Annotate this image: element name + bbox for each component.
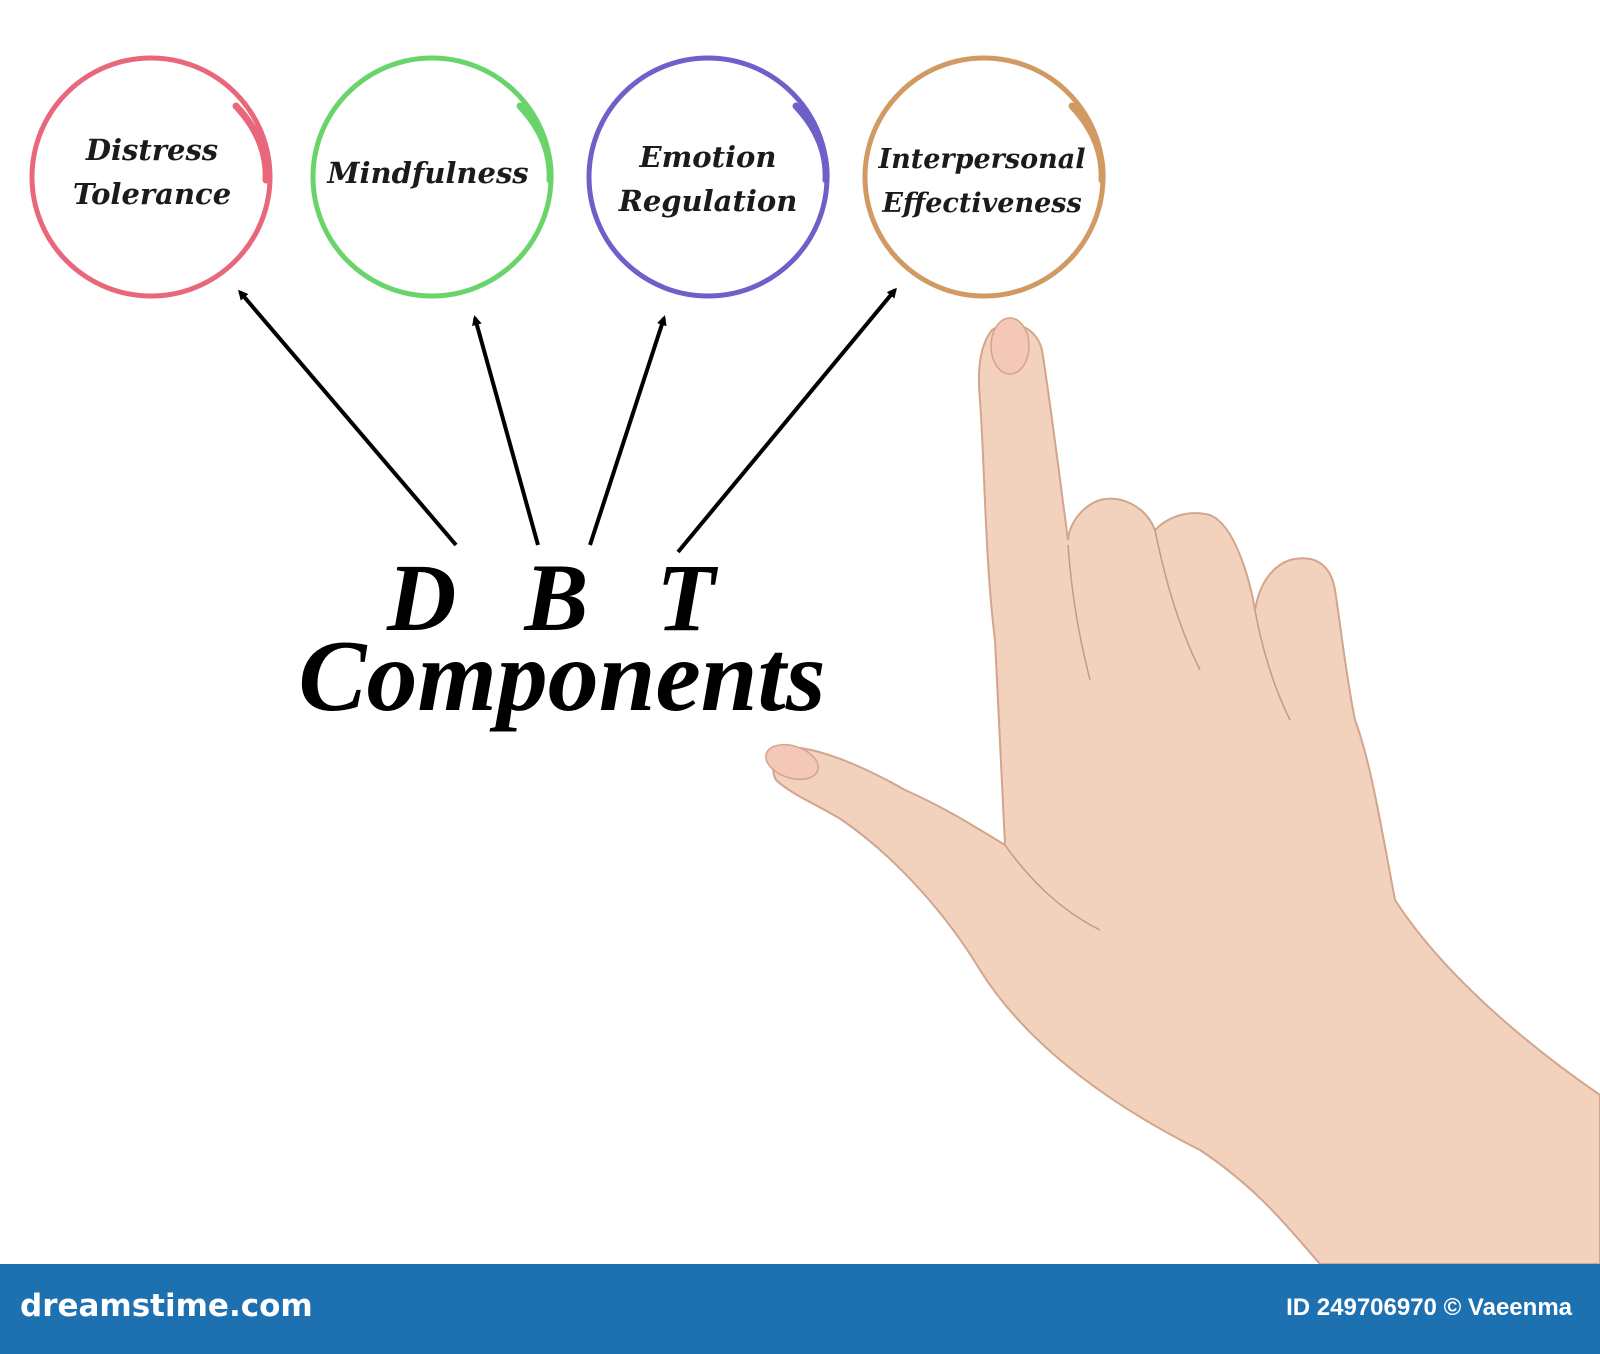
footer-bar: dreamstime.com ID 249706970 © Vaeenma (0, 1264, 1600, 1354)
emotion-regulation-circle (586, 55, 830, 299)
pointing-hand-image (765, 317, 1600, 1265)
emotion-regulation-label: Emotion Regulation (588, 135, 828, 223)
image-credit: ID 249706970 © Vaeenma (1286, 1294, 1572, 1321)
label-line: Interpersonal (878, 144, 1086, 175)
brand-logo: dreamstime.com (20, 1288, 313, 1324)
label-line: Tolerance (72, 177, 232, 211)
interpersonal-effectiveness-label: Interpersonal Effectiveness (862, 138, 1102, 226)
distress-tolerance-circle (29, 55, 273, 299)
mindfulness-label: Mindfulness (308, 151, 548, 195)
distress-tolerance-label: Distress Tolerance (32, 128, 272, 216)
label-line: Regulation (618, 184, 798, 218)
arrow-to-emotion-regulation (588, 315, 667, 546)
arrow-to-interpersonal-effectiveness (676, 287, 897, 554)
interpersonal-effectiveness-circle (862, 55, 1106, 299)
arrow-group (238, 287, 897, 554)
label-line: Effectiveness (882, 188, 1082, 219)
mindfulness-circle (310, 55, 554, 299)
title-components: Components (298, 620, 826, 733)
title-dbt: D B T (387, 544, 737, 651)
arrow-to-mindfulness (472, 315, 540, 546)
arrow-to-distress-tolerance (238, 289, 458, 547)
label-line: Distress (85, 133, 219, 167)
label-line: Mindfulness (327, 156, 529, 190)
label-line: Emotion (639, 140, 777, 174)
